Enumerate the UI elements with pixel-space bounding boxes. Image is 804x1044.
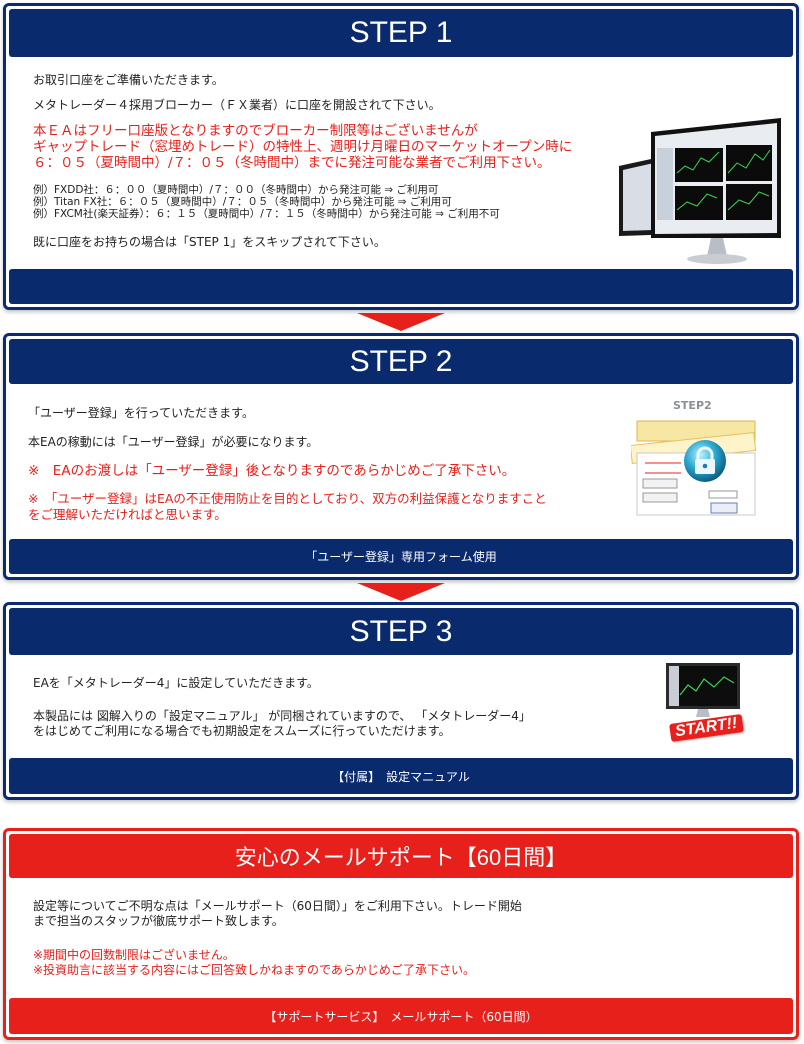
step1-line-2: メタトレーダー４採用ブローカー（ＦＸ業者）に口座を開設されて下さい。 bbox=[33, 98, 441, 112]
step3-panel: STEP 3 EAを「メタトレーダー4」に設定していただきます。 本製品には 図… bbox=[3, 602, 799, 800]
step1-example-3: 例）FXCM社(楽天証券）：６：１５（夏時間中）/７：１５（冬時間中）から発注可… bbox=[33, 208, 500, 220]
step1-warning-3: ６：０５（夏時間中）/７：０５（冬時間中）までに発注可能な業者でご利用下さい。 bbox=[33, 155, 551, 171]
step3-line-1: EAを「メタトレーダー4」に設定していただきます。 bbox=[33, 676, 319, 690]
step2-warning-2b: をご理解いただければと思います。 bbox=[28, 507, 227, 522]
step1-panel: STEP 1 お取引口座をご準備いただきます。 メタトレーダー４採用ブローカー（… bbox=[3, 3, 799, 310]
step1-warning-1: 本ＥＡはフリー口座版となりますのでブローカー制限等はございませんが bbox=[33, 123, 478, 139]
step2-title: STEP 2 bbox=[9, 339, 793, 384]
step1-title: STEP 1 bbox=[9, 9, 793, 57]
step3-title: STEP 3 bbox=[9, 608, 793, 655]
step1-example-1: 例）FXDD社：６：００（夏時間中）/７：００（冬時間中）から発注可能 ⇒ ご利… bbox=[33, 184, 439, 196]
monitor-illustration bbox=[619, 118, 781, 264]
registration-thumb-label: STEP2 bbox=[673, 399, 712, 412]
support-note-2: ※投資助言に該当する内容にはご回答致しかねますのであらかじめご了承下さい。 bbox=[33, 963, 475, 977]
step2-footer-bar: 「ユーザー登録」専用フォーム使用 bbox=[9, 539, 793, 574]
step1-skip-note: 既に口座をお持ちの場合は「STEP 1」をスキップされて下さい。 bbox=[33, 235, 386, 249]
step1-to-step2-arrow bbox=[357, 313, 445, 331]
step2-line-1: 「ユーザー登録」を行っていただきます。 bbox=[28, 406, 254, 420]
step2-warning-2a: ※ 「ユーザー登録」はEAの不正使用防止を目的としており、双方の利益保護となりま… bbox=[28, 491, 547, 506]
support-note-1: ※期間中の回数制限はございません。 bbox=[33, 948, 235, 962]
step2-warning-1: ※ EAのお渡しは「ユーザー登録」後となりますのであらかじめご了承下さい。 bbox=[28, 463, 516, 479]
step2-to-step3-arrow bbox=[357, 583, 445, 601]
start-monitor-illustration bbox=[666, 663, 740, 717]
support-footer-bar: 【サポートサービス】 メールサポート（60日間） bbox=[9, 998, 793, 1034]
registration-thumbnail: STEP2 bbox=[631, 399, 761, 521]
support-title: 安心のメールサポート【60日間】 bbox=[9, 834, 793, 878]
support-panel: 安心のメールサポート【60日間】 設定等についてご不明な点は「メールサポート（6… bbox=[3, 828, 799, 1040]
support-body-2: まで担当のスタッフが徹底サポート致します。 bbox=[33, 914, 284, 928]
step3-footer-bar: 【付属】 設定マニュアル bbox=[9, 758, 793, 794]
step3-line-2b: をはじめてご利用になる場合でも初期設定をスムーズに行っていただけます。 bbox=[33, 724, 451, 738]
lock-icon bbox=[684, 440, 726, 482]
registration-form-graphic bbox=[631, 420, 757, 516]
step2-line-2: 本EAの稼動には「ユーザー登録」が必要になります。 bbox=[28, 435, 319, 449]
step1-footer-bar bbox=[9, 269, 793, 304]
step2-panel: STEP 2 「ユーザー登録」を行っていただきます。 本EAの稼動には「ユーザー… bbox=[3, 333, 799, 580]
step1-example-2: 例）Titan FX社：６：０５（夏時間中）/７：０５（冬時間中）から発注可能 … bbox=[33, 196, 452, 208]
step1-warning-2: ギャップトレード（窓埋めトレード）の特性上、週明け月曜日のマーケットオープン時に bbox=[33, 139, 573, 155]
support-body-1: 設定等についてご不明な点は「メールサポート（60日間）」をご利用下さい。トレード… bbox=[33, 899, 522, 913]
step1-line-1: お取引口座をご準備いただきます。 bbox=[33, 73, 224, 87]
step3-line-2a: 本製品には 図解入りの「設定マニュアル」 が同梱されていますので、 「メタトレー… bbox=[33, 709, 531, 723]
